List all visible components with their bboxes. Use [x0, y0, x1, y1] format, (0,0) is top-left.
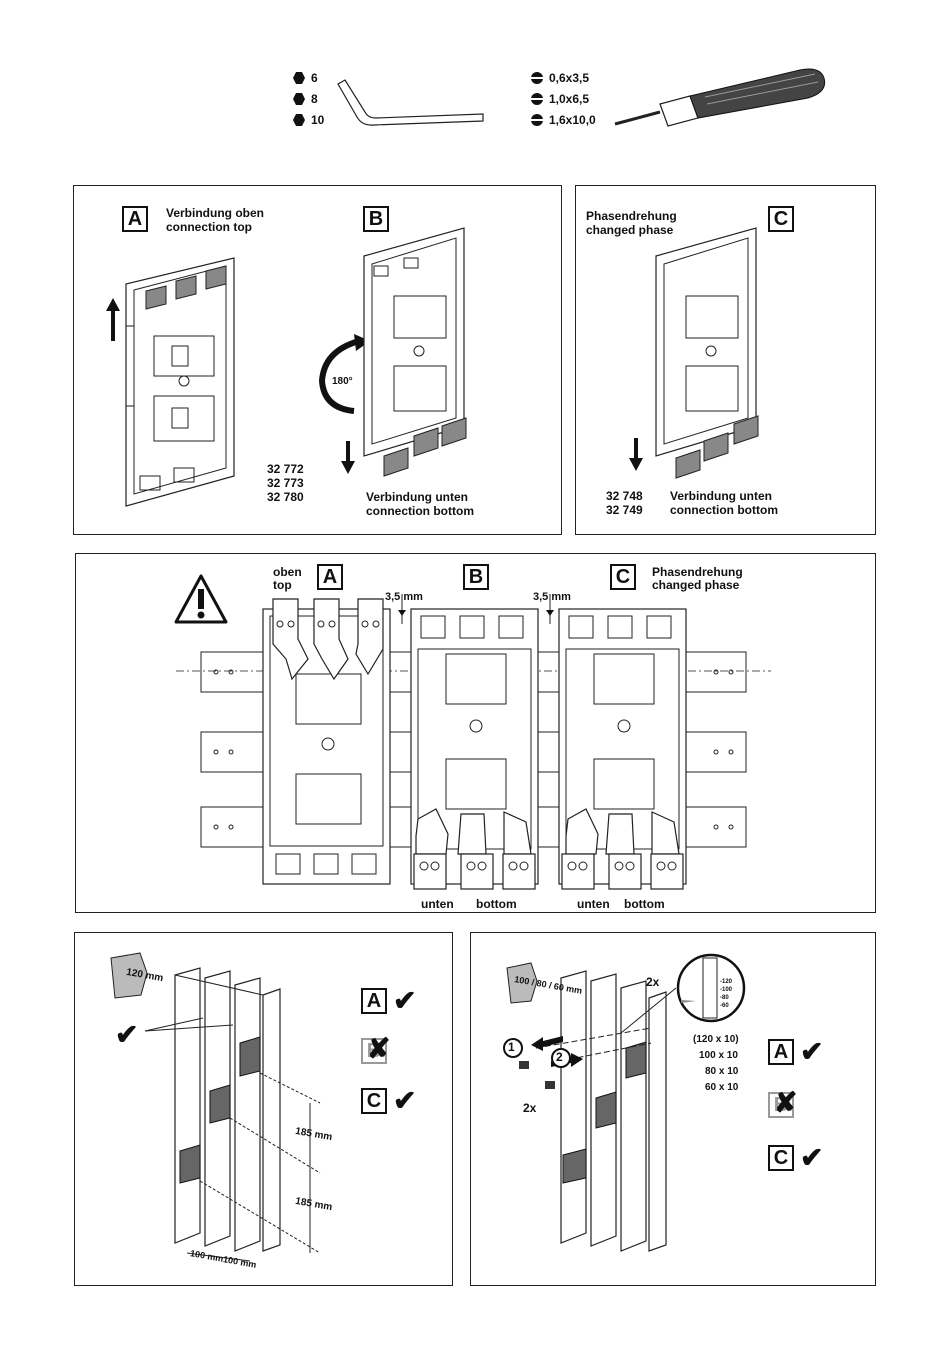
- panel3-drawing: [110, 952, 321, 1262]
- rail-assembly: [560, 970, 667, 1252]
- device-b-front: [410, 608, 539, 890]
- connection-top-en: connection top: [166, 220, 252, 234]
- rotate-arrow-icon: [318, 338, 360, 414]
- panel2-drawing: [174, 574, 771, 890]
- scale-100: -100: [720, 987, 733, 993]
- panel1c-drawing: [629, 227, 759, 479]
- article-code-c2: 32 749: [606, 503, 643, 517]
- label-box-c: C: [768, 206, 794, 232]
- arrow-left-icon: [531, 1036, 563, 1051]
- gap-dimension-1: 3,5 mm: [385, 591, 423, 603]
- bottom-label-3: unten: [577, 897, 610, 911]
- panel-connection-c: Phasendrehung changed phase C 32 748 32 …: [575, 185, 876, 535]
- hex-size-6: 6: [311, 71, 318, 85]
- label-box-a2: A: [317, 564, 343, 590]
- slot-icon: [531, 72, 543, 84]
- hex-icon: [293, 72, 305, 84]
- panel-busbar-120: 120 mm ✔ 185 mm 185 mm 100 mm 100 mm A ✔…: [74, 932, 453, 1286]
- arrow-up-icon: [106, 298, 120, 341]
- option-c-check-icon-2: ✔: [800, 1142, 824, 1173]
- connection-bottom-c-en: connection bottom: [670, 503, 778, 517]
- busbar-section: [506, 962, 538, 1004]
- option-b-box: B: [361, 1038, 387, 1064]
- screwdriver-size-1: 0,6x3,5: [549, 71, 590, 85]
- screwdriver-size-2: 1,0x6,5: [549, 92, 590, 106]
- label-box-b2: B: [463, 564, 489, 590]
- scale-120: -120: [720, 979, 733, 985]
- rail-assembly: [174, 967, 281, 1252]
- article-code-c1: 32 748: [606, 489, 643, 503]
- label-box-c2: C: [610, 564, 636, 590]
- busbar-section: [110, 952, 148, 999]
- hex-size-10: 10: [311, 113, 325, 127]
- tools-drawing: [293, 68, 826, 127]
- bottom-label-1: unten: [421, 897, 454, 911]
- warning-icon: [174, 574, 228, 624]
- connection-bottom-en: connection bottom: [366, 504, 474, 518]
- slot-icon: [531, 114, 543, 126]
- connection-top-de: Verbindung oben: [166, 206, 264, 220]
- option-b-cross-icon-2: ✘: [774, 1087, 798, 1118]
- hex-size-8: 8: [311, 92, 318, 106]
- changed-phase-de: Phasendrehung: [586, 209, 677, 223]
- hex-icon: [293, 114, 305, 126]
- device-c: [655, 227, 759, 479]
- changed-phase2-en: changed phase: [652, 578, 740, 592]
- option-c-box: C: [361, 1088, 387, 1114]
- option-a-box: A: [361, 988, 387, 1014]
- changed-phase-en: changed phase: [586, 223, 674, 237]
- option-c-box-2: C: [768, 1145, 794, 1171]
- hex-icon: [293, 93, 305, 105]
- article-code-2: 32 773: [267, 476, 304, 490]
- option-c-check-icon: ✔: [393, 1085, 417, 1116]
- scale-60: -60: [720, 1003, 729, 1009]
- checkmark-icon: ✔: [115, 1019, 139, 1050]
- bottom-label-2: bottom: [476, 897, 517, 911]
- top-en: top: [273, 578, 292, 592]
- size-80: 80 x 10: [705, 1066, 739, 1077]
- panel-connection-ab: A Verbindung oben connection top B: [73, 185, 562, 535]
- count-2x-bottom: 2x: [523, 1101, 537, 1115]
- screwdriver-size-3: 1,6x10,0: [549, 113, 596, 127]
- step-2: 2: [556, 1050, 563, 1064]
- device-a-front: [262, 598, 391, 885]
- changed-phase2-de: Phasendrehung: [652, 565, 743, 579]
- arrow-down-icon: [629, 438, 643, 471]
- article-code-3: 32 780: [267, 490, 304, 504]
- label-box-b: B: [363, 206, 389, 232]
- step-1: 1: [508, 1040, 515, 1054]
- gap-dimension-2: 3,5 mm: [533, 591, 571, 603]
- panel4-drawing: [503, 953, 746, 1252]
- panel-busbar-mounting: oben top A B C Phasendrehung changed pha…: [75, 553, 876, 913]
- panel1-drawing: [106, 227, 467, 507]
- option-b-cross-icon: ✘: [367, 1033, 391, 1064]
- top-de: oben: [273, 565, 302, 579]
- device-a: [125, 257, 235, 507]
- slot-icon: [531, 93, 543, 105]
- rotation-label: 180°: [332, 376, 353, 387]
- screwdriver-icon: [614, 68, 826, 127]
- label-box-a: A: [122, 206, 148, 232]
- size-100: 100 x 10: [699, 1050, 738, 1061]
- connection-bottom-de: Verbindung unten: [366, 490, 468, 504]
- article-code-1: 32 772: [267, 462, 304, 476]
- allen-key-icon: [337, 79, 484, 126]
- size-120: (120 x 10): [693, 1034, 739, 1045]
- bottom-label-4: bottom: [624, 897, 665, 911]
- device-b: [363, 227, 467, 477]
- arrow-down-icon: [341, 441, 355, 474]
- connection-bottom-c-de: Verbindung unten: [670, 489, 772, 503]
- size-60: 60 x 10: [705, 1082, 739, 1093]
- option-a-check-icon-2: ✔: [800, 1036, 824, 1067]
- scale-80: -80: [720, 995, 729, 1001]
- option-a-check-icon: ✔: [393, 985, 417, 1016]
- count-2x-top: 2x: [646, 975, 660, 989]
- device-c-front: [558, 608, 687, 890]
- option-b-box-2: B: [768, 1092, 794, 1118]
- option-a-box-2: A: [768, 1039, 794, 1065]
- panel-busbar-adapter: 100 / 80 / 60 mm 1 2 2x 2x -120 -100 -80…: [470, 932, 876, 1286]
